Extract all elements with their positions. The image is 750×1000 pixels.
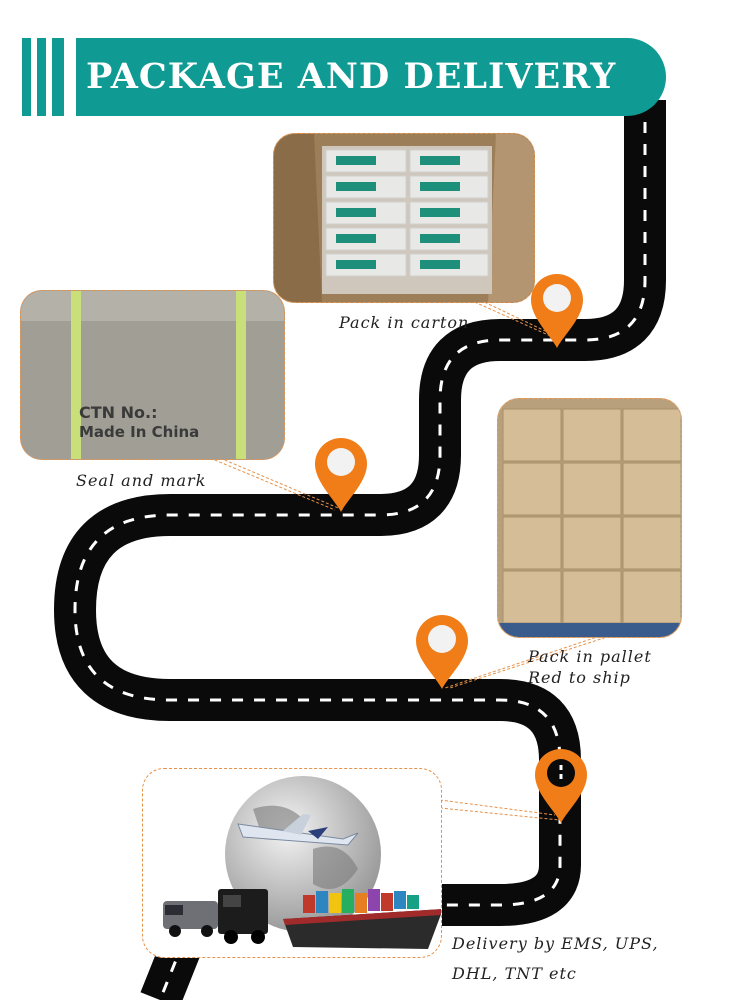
location-pin-icon (315, 438, 367, 512)
page-title: PACKAGE AND DELIVERY (86, 56, 617, 97)
step-caption: DHL, TNT etc (452, 964, 577, 983)
location-pin-icon (535, 749, 587, 823)
step-caption: Seal and mark (76, 471, 207, 490)
header-stripe (52, 38, 64, 116)
seal-photo: CTN No.: Made In China (20, 290, 285, 460)
carton-label-ctn: CTN No.: (79, 403, 158, 422)
header-stripe (37, 38, 46, 116)
step-caption: Delivery by EMS, UPS, (452, 934, 659, 953)
box-illustration (21, 291, 284, 459)
carton-label-origin: Made In China (79, 423, 200, 441)
header-banner (76, 38, 666, 116)
step-caption: Red to ship (528, 668, 631, 687)
location-pin-icon (531, 274, 583, 348)
step-caption: Pack in carton (339, 313, 470, 332)
location-pin-icon (416, 615, 468, 689)
delivery-illustration (163, 776, 441, 949)
carton-illustration (274, 134, 534, 302)
step-caption: Pack in pallet (528, 647, 652, 666)
delivery-photo (142, 768, 442, 958)
pallet-photo (497, 398, 682, 638)
carton-photo (273, 133, 535, 303)
pallet-illustration (498, 399, 681, 637)
header-stripe (22, 38, 31, 116)
